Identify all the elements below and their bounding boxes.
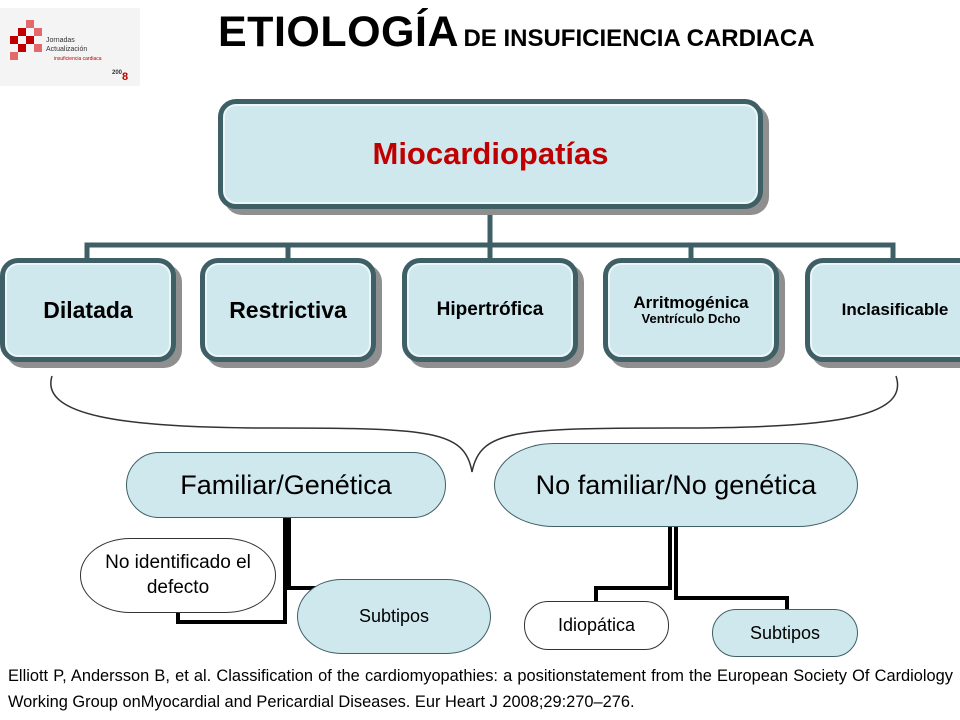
group-label-familiar: Familiar/Genética xyxy=(180,469,392,500)
node-label-subtipos-familiar: Subtipos xyxy=(358,606,430,626)
type-box-arritmogenica: Arritmogénica Ventrículo Dcho xyxy=(603,258,779,362)
logo-year-b: 8 xyxy=(122,71,128,83)
grouping-brace xyxy=(50,375,899,473)
node-label-idiopatica: Idiopática xyxy=(557,615,636,635)
type-box-restrictiva: Restrictiva xyxy=(200,258,376,362)
logo-line3: insuficiencia cardiaca xyxy=(54,56,102,62)
logo-line2: Actualización xyxy=(46,46,87,53)
logo-year-a: 200 xyxy=(112,70,123,76)
type-label-dilatada: Dilatada xyxy=(43,296,133,323)
type-box-hipertrofica: Hipertrófica xyxy=(402,258,578,362)
title-main: ETIOLOGÍA xyxy=(218,8,459,56)
node-idiopatica: Idiopática xyxy=(524,601,669,650)
group-familiar-genetica: Familiar/Genética xyxy=(126,452,446,518)
node-subtipos-no-familiar: Subtipos xyxy=(712,609,858,657)
node-label-subtipos-no-familiar: Subtipos xyxy=(749,622,821,643)
root-label: Miocardiopatías xyxy=(372,136,609,171)
type-label-restrictiva: Restrictiva xyxy=(229,296,347,323)
page-title: ETIOLOGÍA DE INSUFICIENCIA CARDIACA xyxy=(218,8,918,68)
type-label-inclasificable: Inclasificable xyxy=(841,300,949,319)
type-sublabel-arritmogenica: Ventrículo Dcho xyxy=(641,311,741,327)
type-label-hipertrofica: Hipertrófica xyxy=(436,299,544,320)
group-no-familiar: No familiar/No genética xyxy=(494,443,858,527)
title-rest: DE INSUFICIENCIA CARDIACA xyxy=(463,25,815,52)
citation-text: Elliott P, Andersson B, et al. Classific… xyxy=(8,667,953,711)
root-box-miocardiopatias: Miocardiopatías xyxy=(218,99,763,209)
nofamiliar-connector xyxy=(594,527,789,610)
node-no-identificado: No identificado el defecto xyxy=(80,538,276,613)
logo-line1: Jornadas xyxy=(46,37,75,44)
tree-connector xyxy=(84,209,896,261)
familiar-connector xyxy=(176,518,316,624)
type-box-inclasificable: Inclasificable xyxy=(805,258,960,362)
jornadas-logo: Jornadas Actualización insuficiencia car… xyxy=(0,8,140,86)
type-label-arritmogenica: Arritmogénica xyxy=(633,292,749,312)
group-label-no-familiar: No familiar/No genética xyxy=(535,469,817,500)
type-box-dilatada: Dilatada xyxy=(0,258,176,362)
node-label-no-identificado: No identificado el defecto xyxy=(105,551,251,598)
node-subtipos-familiar: Subtipos xyxy=(297,579,491,654)
